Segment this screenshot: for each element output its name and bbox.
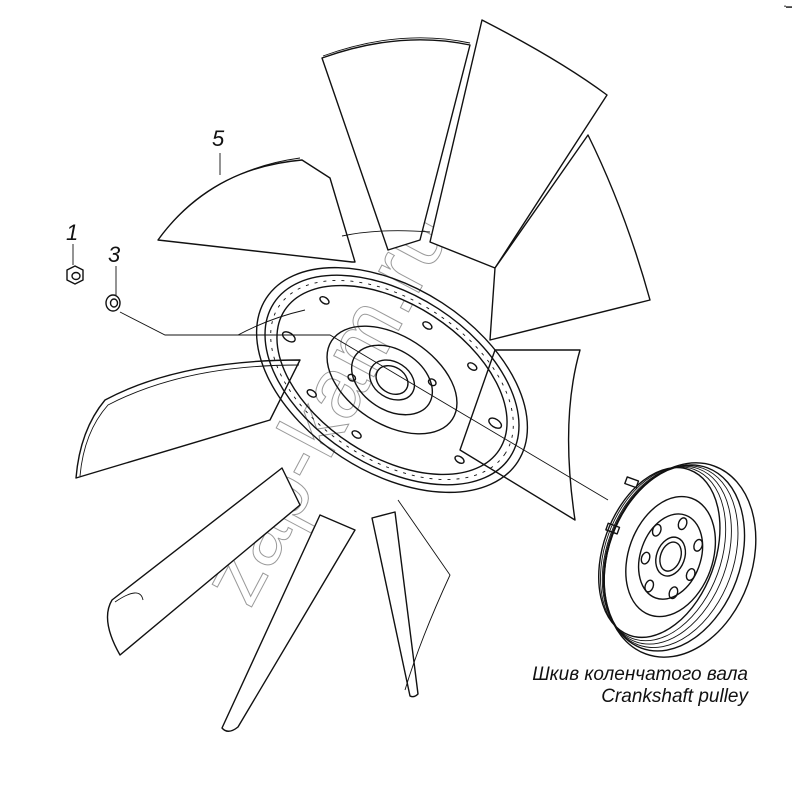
corner-mark: ▪▬ [783, 4, 792, 10]
caption-english: Crankshaft pulley [601, 685, 748, 707]
washer-part [105, 266, 121, 312]
fan-blade-left [75, 359, 301, 479]
callout-1: 1 [66, 220, 79, 245]
caption-russian: Шкив коленчатого вала [532, 664, 748, 685]
nut-part [66, 244, 84, 285]
fan-blade-bottom-right [371, 511, 419, 698]
fan-blade-right [489, 134, 651, 341]
fan-blades [75, 19, 651, 732]
callout-5: 5 [212, 126, 225, 151]
fan-blade-top [321, 39, 471, 251]
crankshaft-pulley [598, 462, 757, 658]
fan-blade-lower-left [106, 467, 301, 656]
assembly-axis-line [119, 311, 609, 501]
fan-blade-upper-left [157, 159, 356, 263]
fan-blade-right-lower [459, 349, 581, 521]
fan-blade-top-right [429, 19, 608, 269]
fan-blade-bottom [221, 514, 356, 732]
pulley-caption: Шкив коленчатого вала Crankshaft pulley [532, 664, 748, 708]
callout-3: 3 [108, 242, 121, 267]
